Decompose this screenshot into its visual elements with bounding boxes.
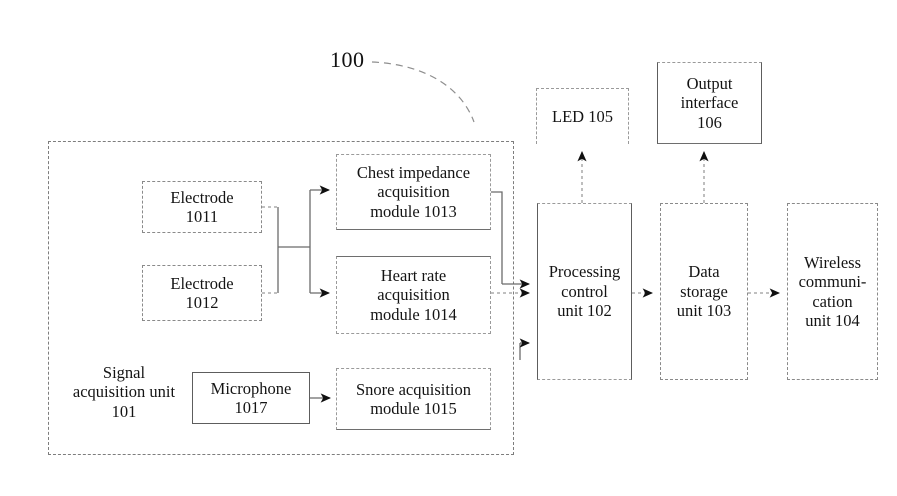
processing-102-label: Processing control unit 102 bbox=[541, 262, 628, 320]
wireless-104-line3: cation bbox=[812, 291, 853, 311]
sys-label-line2: acquisition unit bbox=[72, 382, 176, 402]
snore-1015-line1: Snore acquisition bbox=[355, 379, 472, 399]
microphone-1017-label: Microphone 1017 bbox=[196, 379, 306, 418]
block-processing-control-unit-102[interactable]: Processing control unit 102 bbox=[537, 203, 632, 380]
electrode-1011-label: Electrode 1011 bbox=[146, 188, 258, 227]
signal-acquisition-unit-101-label: Signal acquisition unit 101 bbox=[58, 363, 190, 421]
block-led-105[interactable]: LED 105 bbox=[536, 88, 629, 144]
electrode-1012-line1: Electrode bbox=[170, 273, 234, 293]
chest-1013-label: Chest impedance acquisition module 1013 bbox=[340, 163, 487, 221]
wireless-104-label: Wireless communi- cation unit 104 bbox=[791, 253, 874, 331]
sys-label-line3: 101 bbox=[111, 401, 137, 421]
storage-103-line1: Data bbox=[688, 262, 720, 282]
led-105-line1: LED 105 bbox=[552, 106, 613, 126]
reference-numeral-100: 100 bbox=[330, 47, 365, 72]
heart-1014-line3: module 1014 bbox=[370, 304, 457, 324]
heart-1014-line1: Heart rate bbox=[380, 265, 447, 285]
storage-103-label: Data storage unit 103 bbox=[664, 262, 744, 320]
block-data-storage-unit-103[interactable]: Data storage unit 103 bbox=[660, 203, 748, 380]
electrode-1012-line2: 1012 bbox=[185, 293, 219, 312]
electrode-1011-line2: 1011 bbox=[185, 207, 219, 226]
heart-1014-line2: acquisition bbox=[377, 285, 450, 305]
led-105-label: LED 105 bbox=[540, 107, 625, 126]
wireless-104-line2: communi- bbox=[798, 272, 867, 292]
snore-1015-label: Snore acquisition module 1015 bbox=[340, 380, 487, 419]
block-electrode-1011[interactable]: Electrode 1011 bbox=[142, 181, 262, 233]
block-wireless-communication-unit-104[interactable]: Wireless communi- cation unit 104 bbox=[787, 203, 878, 380]
block-output-interface-106[interactable]: Output interface 106 bbox=[657, 62, 762, 144]
storage-103-line3: unit 103 bbox=[676, 301, 732, 321]
block-microphone-1017[interactable]: Microphone 1017 bbox=[192, 372, 310, 424]
wireless-104-line1: Wireless bbox=[803, 252, 862, 272]
processing-102-line1: Processing bbox=[548, 262, 621, 282]
sys-label-line1: Signal bbox=[102, 363, 146, 382]
block-chest-impedance-acquisition-module-1013[interactable]: Chest impedance acquisition module 1013 bbox=[336, 154, 491, 230]
electrode-1012-label: Electrode 1012 bbox=[146, 274, 258, 313]
output-106-line2: interface bbox=[680, 93, 739, 113]
output-106-line1: Output bbox=[686, 73, 733, 93]
electrode-1011-line1: Electrode bbox=[170, 187, 234, 207]
wireless-104-line4: unit 104 bbox=[805, 310, 860, 330]
chest-1013-line3: module 1013 bbox=[370, 201, 457, 221]
block-snore-acquisition-module-1015[interactable]: Snore acquisition module 1015 bbox=[336, 368, 491, 430]
storage-103-line2: storage bbox=[680, 281, 728, 301]
signal-acquisition-unit-boundary bbox=[48, 141, 514, 455]
output-106-line3: 106 bbox=[697, 112, 722, 132]
processing-102-line3: unit 102 bbox=[557, 301, 612, 321]
leader-line-100 bbox=[371, 61, 475, 123]
microphone-1017-line1: Microphone bbox=[210, 378, 292, 398]
processing-102-line2: control bbox=[561, 281, 608, 301]
output-106-label: Output interface 106 bbox=[661, 74, 758, 132]
heart-1014-label: Heart rate acquisition module 1014 bbox=[340, 266, 487, 324]
block-heart-rate-acquisition-module-1014[interactable]: Heart rate acquisition module 1014 bbox=[336, 256, 491, 334]
block-electrode-1012[interactable]: Electrode 1012 bbox=[142, 265, 262, 321]
chest-1013-line1: Chest impedance bbox=[356, 162, 471, 182]
chest-1013-line2: acquisition bbox=[377, 182, 450, 202]
snore-1015-line2: module 1015 bbox=[370, 399, 457, 418]
microphone-1017-line2: 1017 bbox=[234, 398, 268, 417]
